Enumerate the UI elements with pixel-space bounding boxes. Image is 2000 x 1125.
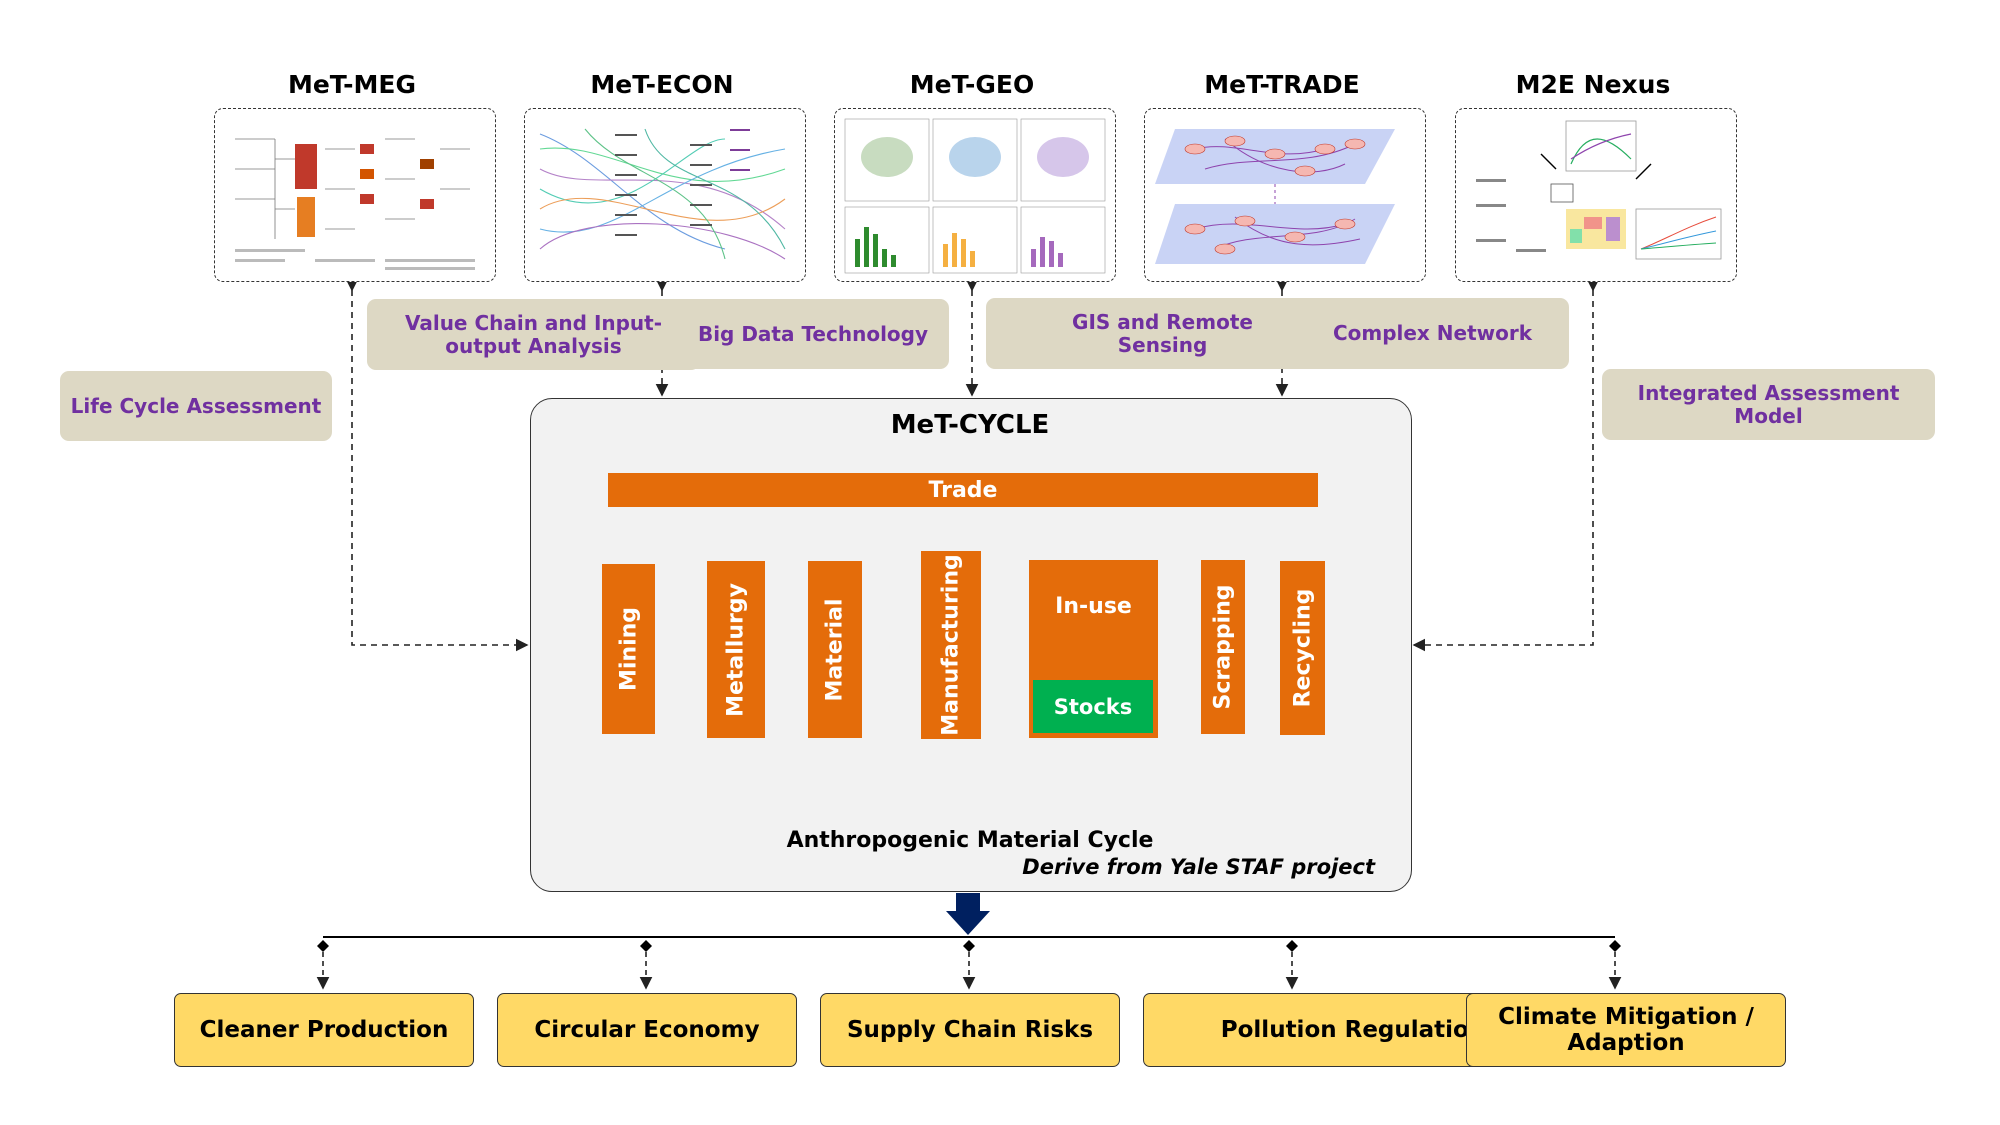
met-geo-maps-image bbox=[844, 118, 1106, 274]
met-trade-network-image bbox=[1155, 129, 1395, 264]
stage-recycling-label: Recycling bbox=[1290, 588, 1315, 708]
method-value-chain-io: Value Chain and Input-output Analysis bbox=[367, 299, 700, 370]
method-integrated-assessment: Integrated Assessment Model bbox=[1602, 369, 1935, 440]
stage-mining: Mining bbox=[602, 564, 655, 734]
stage-mining-label: Mining bbox=[616, 606, 641, 692]
thumbnail-met-econ bbox=[524, 108, 806, 282]
model-title-met-meg: MeT-MEG bbox=[287, 70, 417, 99]
model-title-m2e-nexus: M2E Nexus bbox=[1515, 70, 1671, 99]
stage-material: Material bbox=[808, 561, 862, 738]
model-title-met-trade: MeT-TRADE bbox=[1204, 70, 1360, 99]
diamond-markers bbox=[317, 940, 1621, 952]
stage-scrapping-label: Scrapping bbox=[1210, 584, 1236, 710]
cycle-caption: Anthropogenic Material Cycle bbox=[786, 828, 1154, 853]
stage-recycling: Recycling bbox=[1280, 561, 1325, 735]
stage-manufacturing: Manufacturing bbox=[921, 551, 981, 739]
stage-metallurgy: Metallurgy bbox=[707, 561, 765, 738]
trade-bar: Trade bbox=[608, 473, 1318, 507]
outcome-climate-mitigation: Climate Mitigation / Adaption bbox=[1466, 993, 1786, 1067]
model-connectors bbox=[345, 278, 1600, 652]
outcome-circular-economy: Circular Economy bbox=[497, 993, 797, 1067]
stage-scrapping: Scrapping bbox=[1201, 560, 1245, 734]
output-arrow bbox=[323, 893, 1615, 938]
outcome-cleaner-production: Cleaner Production bbox=[174, 993, 474, 1067]
thumbnail-met-geo bbox=[834, 108, 1116, 282]
thumbnail-m2e-nexus bbox=[1455, 108, 1737, 282]
method-gis-remote-sensing: GIS and Remote Sensing bbox=[986, 298, 1339, 369]
m2e-nexus-framework-image bbox=[1476, 120, 1722, 260]
stage-in-use-label: In-use bbox=[1055, 594, 1132, 619]
method-life-cycle-assessment: Life Cycle Assessment bbox=[60, 371, 332, 441]
method-complex-network: Complex Network bbox=[1296, 298, 1569, 369]
met-cycle-title: MeT-CYCLE bbox=[890, 410, 1050, 440]
stage-material-label: Material bbox=[822, 598, 848, 701]
outcome-connectors bbox=[316, 952, 1622, 990]
met-econ-network-image bbox=[539, 128, 786, 260]
model-title-met-econ: MeT-ECON bbox=[590, 70, 734, 99]
method-big-data: Big Data Technology bbox=[677, 299, 949, 369]
met-meg-diagram-image bbox=[235, 138, 475, 270]
stage-metallurgy-label: Metallurgy bbox=[723, 582, 749, 717]
thumbnail-met-meg bbox=[214, 108, 496, 282]
thumbnail-met-trade bbox=[1144, 108, 1426, 282]
stocks-box: Stocks bbox=[1033, 680, 1153, 733]
outcome-supply-chain-risks: Supply Chain Risks bbox=[820, 993, 1120, 1067]
stage-manufacturing-label: Manufacturing bbox=[938, 554, 964, 736]
model-title-met-geo: MeT-GEO bbox=[909, 70, 1035, 99]
cycle-source-note: Derive from Yale STAF project bbox=[1022, 855, 1375, 879]
